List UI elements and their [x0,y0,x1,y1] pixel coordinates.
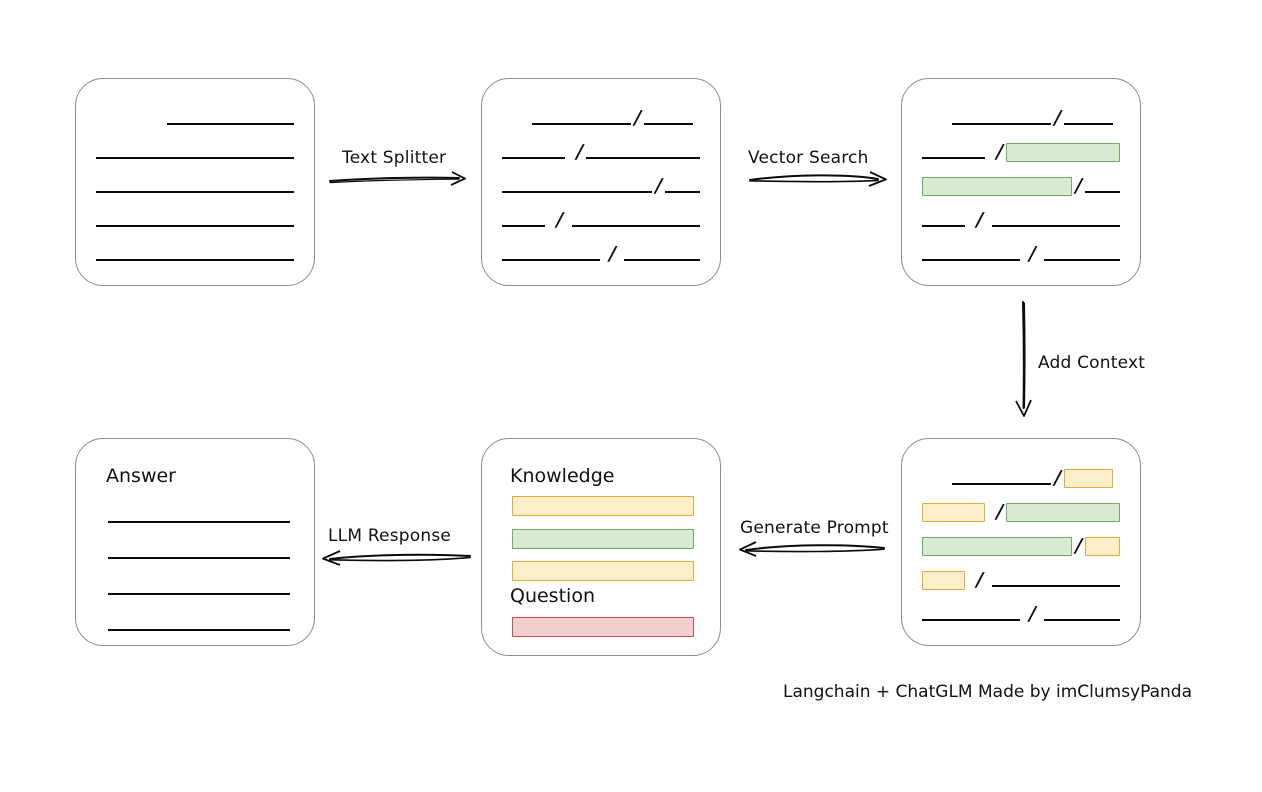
split-chunks-rows: / / / / / [502,107,700,265]
arrow-label-llm-response: LLM Response [328,526,452,546]
line-segment [664,191,700,193]
chunk-separator: / [553,208,566,231]
arrow-label-add-context: Add Context [1038,353,1146,373]
node-prompt[interactable]: Knowledge Question [481,438,721,656]
text-line: / [502,141,700,163]
chunk-separator: / [606,242,619,265]
highlight-chunk-green [1005,502,1120,522]
line-segment [951,123,1051,125]
text-line: / [502,208,700,231]
text-line [108,615,290,633]
text-line [108,579,290,597]
line-segment [992,585,1120,587]
line-segment [96,225,294,227]
answer-rows [108,507,290,631]
answer-heading: Answer [106,465,176,487]
arrow-generate-prompt [739,541,885,557]
text-line: / [922,467,1120,489]
highlight-chunk-green [922,176,1072,196]
text-line [108,507,290,525]
text-line [96,211,294,229]
arrow-label-vector-search: Vector Search [748,148,869,168]
text-line [96,245,294,263]
line-segment [531,123,631,125]
question-bar-1 [512,617,694,637]
context-chunks-rows: / / / / / [922,467,1120,625]
node-answer[interactable]: Answer [75,438,315,646]
line-segment [585,157,700,159]
line-segment [922,619,1021,621]
text-line: / [502,175,700,197]
text-line: / [922,208,1120,231]
text-line: / [502,242,700,265]
line-segment [624,259,700,261]
text-line: / [922,501,1120,523]
text-line: / [922,242,1120,265]
text-line: / [502,107,700,129]
line-segment [951,483,1051,485]
text-line: / [922,141,1120,163]
arrow-vector-search [749,171,887,187]
node-source-document[interactable] [75,78,315,286]
text-line [108,543,290,561]
knowledge-bar-2 [512,529,694,549]
line-segment [502,225,546,227]
highlight-chunk-yellow [922,502,986,522]
knowledge-bar-3 [512,561,694,581]
chunk-separator: / [973,208,986,231]
highlight-chunk-yellow [1084,536,1120,556]
line-segment [643,123,694,125]
node-context-chunks[interactable]: / / / / / [901,438,1141,646]
line-segment [922,225,966,227]
arrow-add-context [1015,301,1032,417]
line-segment [502,157,566,159]
question-heading: Question [510,585,595,607]
line-segment [1063,123,1114,125]
line-segment [108,593,290,595]
line-segment [572,225,700,227]
highlight-chunk-yellow [922,570,966,590]
line-segment [108,557,290,559]
line-segment [96,191,294,193]
footer-credit: Langchain + ChatGLM Made by imClumsyPand… [783,682,1192,702]
chunk-separator: / [1026,242,1039,265]
line-segment [108,629,290,631]
line-segment [922,259,1021,261]
chunk-separator: / [973,568,986,591]
knowledge-heading: Knowledge [510,465,615,487]
line-segment [922,157,985,159]
text-line: / [922,568,1120,591]
line-segment [1044,259,1120,261]
line-segment [502,191,652,193]
arrow-label-text-splitter: Text Splitter [342,148,447,168]
node-split-chunks[interactable]: / / / / / [481,78,721,286]
line-segment [108,521,290,523]
highlight-chunk-yellow [1063,468,1114,488]
text-line [96,109,294,127]
knowledge-bar-1 [512,496,694,516]
arrow-text-splitter [329,171,466,186]
node-matched-chunks[interactable]: / / / / / [901,78,1141,286]
source-document-rows [96,109,294,261]
text-line: / [922,175,1120,197]
text-line: / [922,535,1120,557]
line-segment [96,259,294,261]
arrow-label-generate-prompt: Generate Prompt [740,518,889,538]
line-segment [167,123,294,125]
arrow-llm-response [322,550,471,566]
text-line: / [922,602,1120,625]
text-line [96,177,294,195]
line-segment [992,225,1120,227]
text-line [96,143,294,161]
line-segment [1044,619,1120,621]
line-segment [502,259,601,261]
matched-chunks-rows: / / / / / [922,107,1120,265]
highlight-chunk-green [922,536,1072,556]
text-line: / [922,107,1120,129]
highlight-chunk-green [1005,142,1120,162]
line-segment [96,157,294,159]
line-segment [1084,191,1120,193]
chunk-separator: / [1026,602,1039,625]
